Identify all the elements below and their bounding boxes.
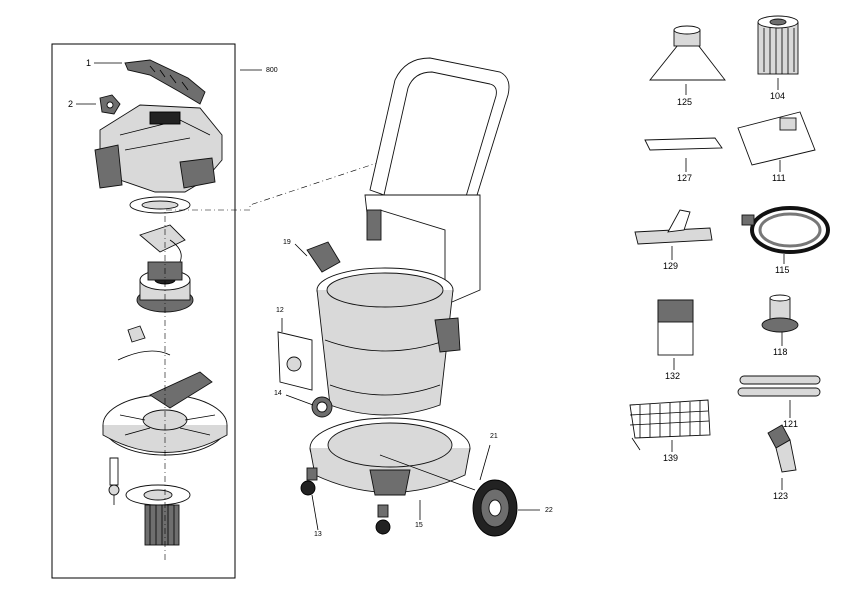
part-104-cartridge-filter — [757, 15, 799, 75]
switch-bracket — [139, 224, 186, 263]
label-part-104: 104 — [770, 91, 786, 101]
part-139-foam-filter — [629, 399, 711, 451]
part-115-hose — [741, 206, 830, 254]
part-2-latch — [99, 94, 121, 115]
part-19-latch — [306, 241, 341, 273]
powerhead-frame — [51, 43, 236, 579]
label-part-800: 800 — [266, 67, 278, 74]
motor-gasket — [129, 196, 191, 214]
label-part-125: 125 — [677, 97, 693, 107]
label-part-121: 121 — [783, 419, 799, 429]
label-part-132: 132 — [665, 371, 681, 381]
label-part-139: 139 — [663, 453, 679, 463]
label-part-21: 21 — [490, 433, 498, 440]
label-part-123: 123 — [773, 491, 789, 501]
part-111-filter-bag — [737, 111, 816, 166]
label-part-129: 129 — [663, 261, 679, 271]
part-22-wheel — [472, 479, 518, 537]
part-12-drain-plate — [277, 331, 313, 391]
motor-cover — [94, 104, 223, 193]
leader-lines — [76, 62, 791, 531]
cord-switch — [117, 325, 171, 361]
tank-side-latch — [434, 317, 461, 353]
assembly-line — [164, 161, 381, 560]
handle-bracket — [364, 194, 481, 306]
part-1-handle — [124, 59, 206, 105]
label-part-118: 118 — [773, 347, 788, 357]
tank — [316, 267, 454, 416]
label-part-13: 13 — [314, 531, 322, 538]
label-part-14: 14 — [274, 390, 282, 397]
label-part-22: 22 — [545, 507, 553, 514]
label-part-115: 115 — [775, 265, 790, 275]
part-129-squeegee — [634, 209, 713, 245]
float-cage — [108, 457, 120, 505]
part-132-battery — [657, 299, 694, 356]
part-13-caster — [300, 467, 391, 535]
label-part-2: 2 — [68, 99, 74, 109]
label-part-127: 127 — [677, 173, 693, 183]
part-14-drain — [311, 396, 333, 418]
label-part-111: 111 — [772, 173, 786, 183]
part-118-adapter — [761, 294, 799, 333]
label-part-1: 1 — [86, 58, 92, 68]
part-125-floor-nozzle — [649, 25, 726, 81]
part-21-axle — [379, 454, 476, 491]
label-part-15: 15 — [415, 522, 423, 529]
label-part-12: 12 — [276, 307, 284, 314]
part-123-elbow — [767, 424, 797, 473]
part-127-crevice-tool — [644, 137, 723, 151]
filter-cage — [125, 484, 191, 546]
part-15-base — [309, 417, 471, 496]
label-part-19: 19 — [283, 239, 291, 246]
part-121-extension-wands — [737, 375, 821, 397]
